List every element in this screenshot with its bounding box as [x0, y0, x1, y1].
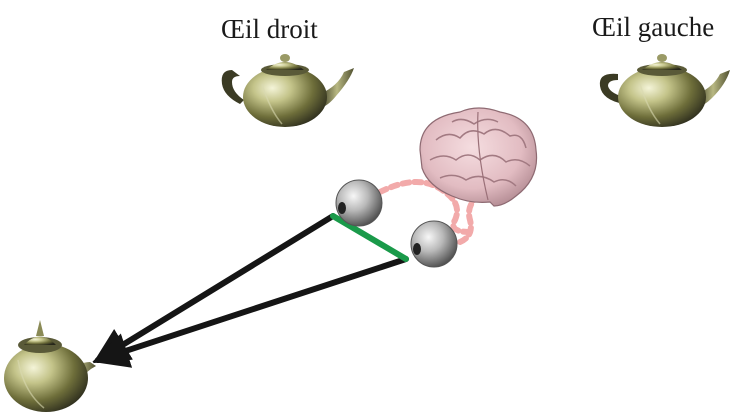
- teapot-object: [4, 320, 96, 412]
- right-eyeball: [335, 179, 383, 227]
- optic-nerve-left: [457, 193, 481, 245]
- interocular-baseline: [330, 213, 409, 262]
- left-eye-view-label: Œil gauche: [592, 12, 715, 42]
- teapot-left-eye-view: [599, 54, 730, 127]
- left-eyeball: [410, 220, 458, 268]
- sight-line-right-eye: [92, 213, 336, 364]
- right-eye-view-label: Œil droit: [221, 14, 318, 44]
- teapot-icon: [4, 320, 96, 412]
- teapot-icon: [599, 54, 730, 127]
- eyeball-icon: [410, 220, 458, 268]
- eyeball-icon: [335, 179, 383, 227]
- sight-line-left-eye: [92, 256, 409, 368]
- sight-lines: [92, 213, 409, 368]
- optic-nerve-right: [377, 179, 473, 235]
- teapot-icon: [221, 54, 354, 127]
- brain-icon: [419, 107, 538, 207]
- teapot-right-eye-view: [221, 54, 354, 127]
